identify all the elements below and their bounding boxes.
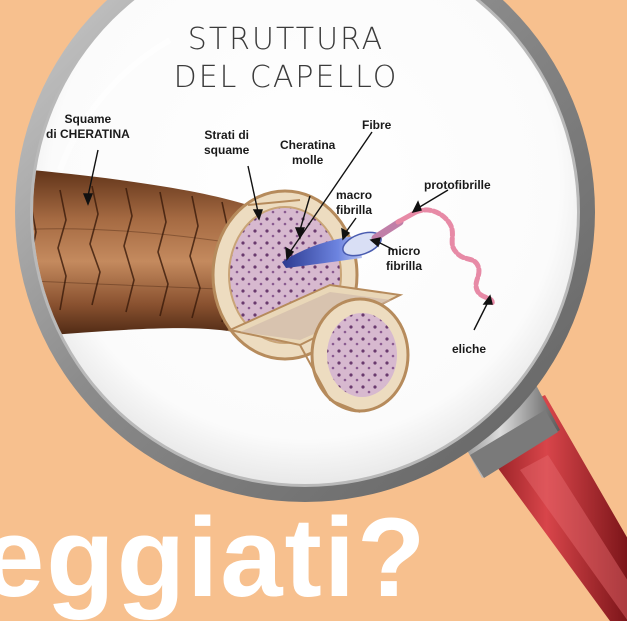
label-strati-line2: squame: [204, 143, 249, 158]
label-cheratina-line1: Cheratina: [280, 138, 335, 153]
diagram-title-line1: STRUTTURA: [136, 22, 436, 58]
label-squame-line2: di CHERATINA: [46, 127, 130, 142]
label-squame: Squame di CHERATINA: [46, 112, 130, 142]
label-macro-line2: fibrilla: [336, 203, 372, 218]
label-eliche: eliche: [452, 342, 486, 357]
label-fibre: Fibre: [362, 118, 391, 133]
label-macro-line1: macro: [336, 188, 372, 203]
diagram-title-line2: DEL CAPELLO: [136, 60, 436, 96]
label-cheratina-line2: molle: [280, 153, 335, 168]
label-micro-fibrilla: micro fibrilla: [386, 244, 422, 274]
label-strati-line1: Strati di: [204, 128, 249, 143]
label-micro-line1: micro: [386, 244, 422, 259]
label-micro-line2: fibrilla: [386, 259, 422, 274]
label-strati: Strati di squame: [204, 128, 249, 158]
label-protofibrille: protofibrille: [424, 178, 491, 193]
label-cheratina: Cheratina molle: [280, 138, 335, 168]
label-squame-line1: Squame: [46, 112, 130, 127]
label-macro-fibrilla: macro fibrilla: [336, 188, 372, 218]
banner-headline: eggiati?: [0, 498, 427, 618]
